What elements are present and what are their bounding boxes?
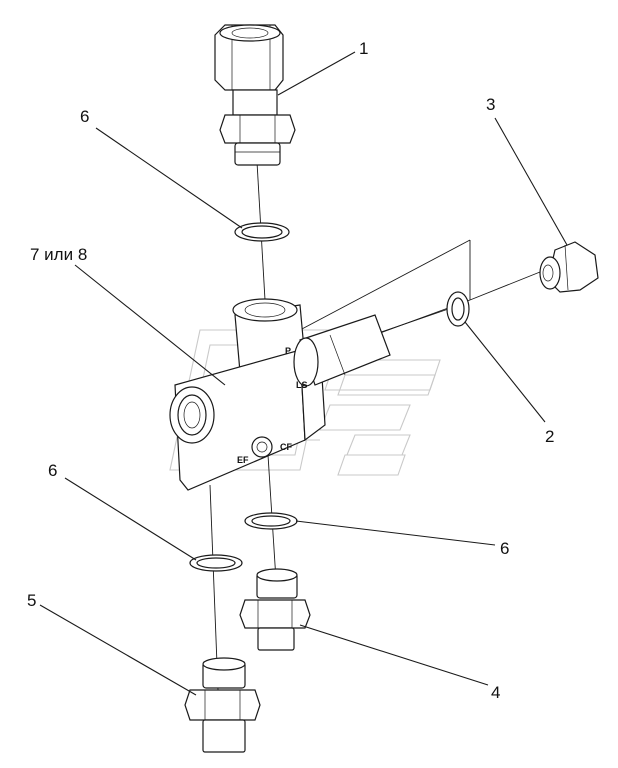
port-mark-p: P xyxy=(285,346,292,356)
part-4-lower-fitting xyxy=(239,568,311,651)
callout-6-top: 6 xyxy=(80,107,90,126)
callout-7-or-8: 7 или 8 xyxy=(30,245,88,264)
callout-6-left: 6 xyxy=(48,461,58,480)
callout-5: 5 xyxy=(27,591,37,610)
axis-bottom-left xyxy=(209,484,219,691)
callout-1: 1 xyxy=(359,39,369,58)
callout-2: 2 xyxy=(545,427,555,446)
port-mark-cf: CF xyxy=(280,442,292,452)
part-3-side-fitting xyxy=(539,241,599,293)
callout-6-right: 6 xyxy=(500,539,510,558)
port-mark-ls: LS xyxy=(296,380,308,390)
part-1-swivel-fitting xyxy=(214,24,296,166)
part-5-bottom-fitting xyxy=(184,657,261,753)
callout-3: 3 xyxy=(486,95,496,114)
part-6-oring-left xyxy=(189,554,243,572)
part-6-oring-top xyxy=(234,222,290,242)
axis-guide-1 xyxy=(299,239,471,331)
port-mark-ef: EF xyxy=(237,455,249,465)
part-2-seal-ring xyxy=(446,291,470,327)
callout-4: 4 xyxy=(491,683,501,702)
axis-side-2 xyxy=(469,271,541,301)
leader-lines xyxy=(39,51,568,696)
part-7-valve-block xyxy=(169,298,391,491)
part-6-oring-right xyxy=(244,512,298,530)
